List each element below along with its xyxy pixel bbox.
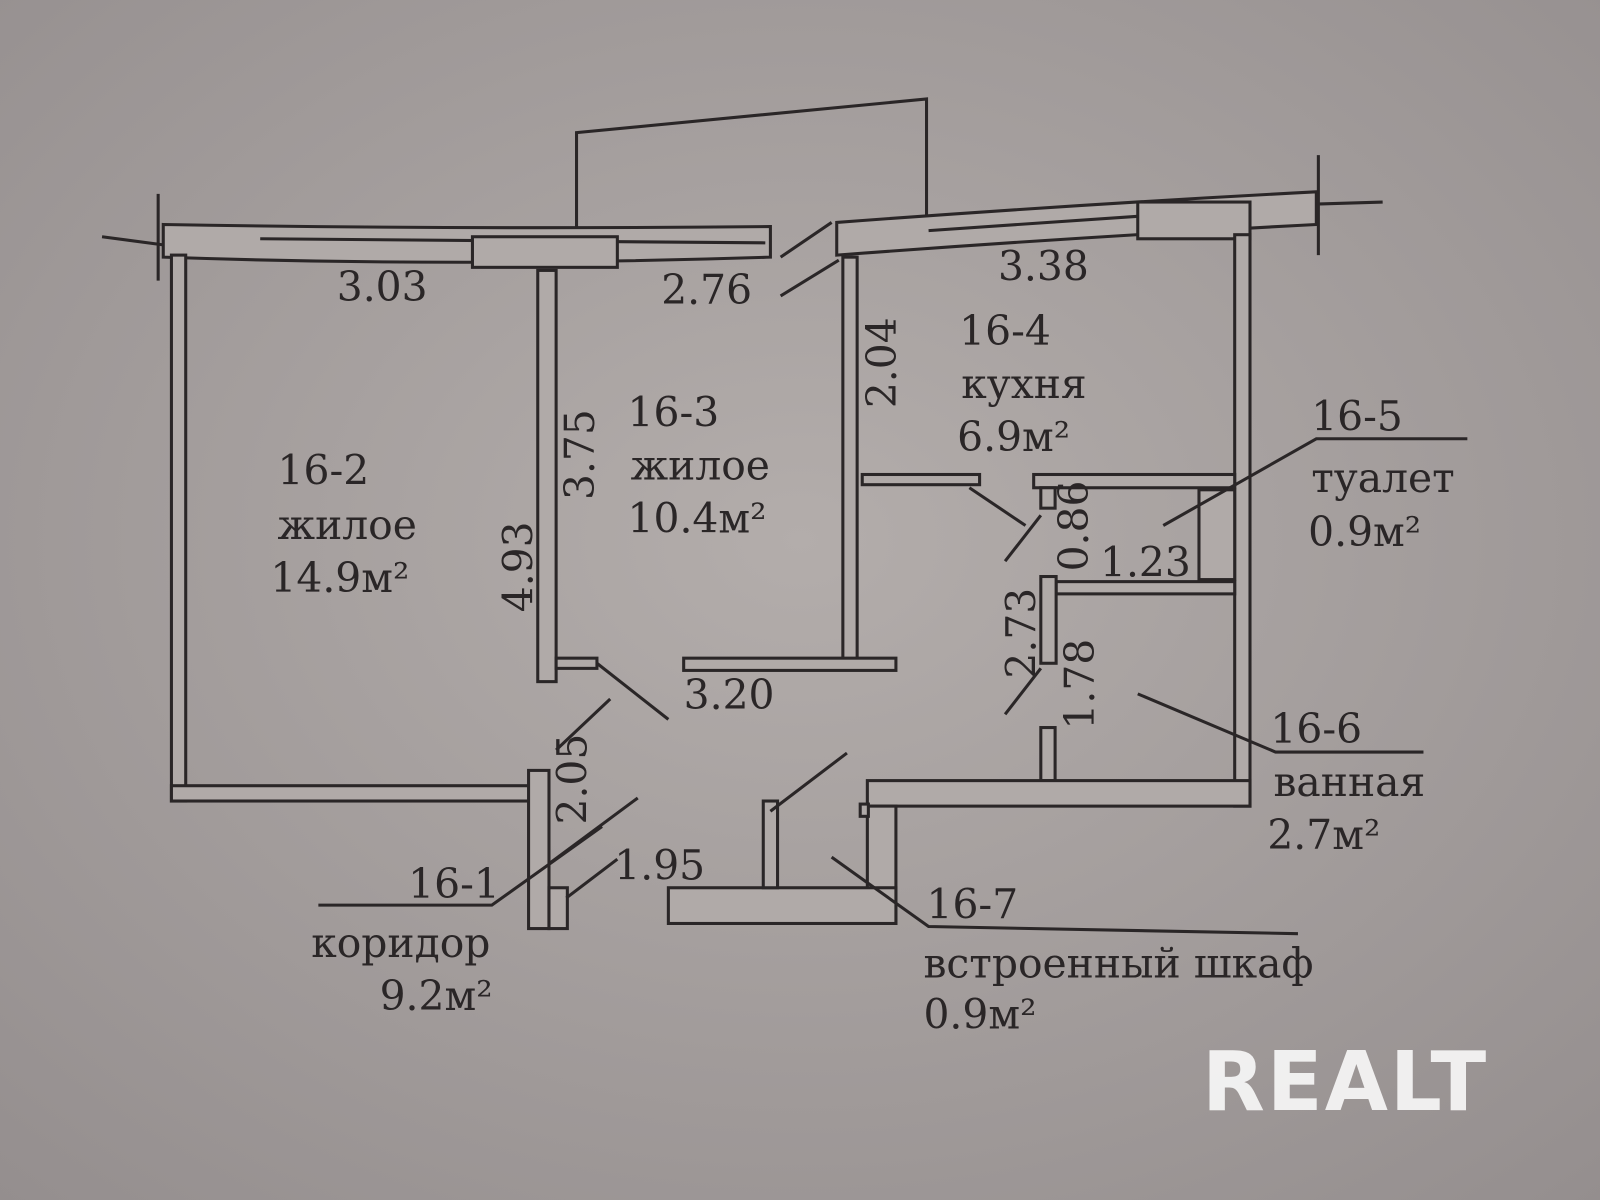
dim-kitchen-depth: 2.04 [858, 317, 906, 408]
room-16-3-id: 16-3 [628, 389, 720, 437]
partition-room3-kitchen [841, 255, 859, 663]
corridor-wall-left [527, 768, 551, 931]
room-16-5-area: 0.9м² [1308, 508, 1421, 556]
dim-room2-depth: 4.93 [495, 521, 543, 612]
toilet-wall-top [1032, 472, 1237, 490]
room-16-1-area: 9.2м² [380, 972, 493, 1020]
room-16-5-id: 16-5 [1311, 393, 1403, 441]
room-16-4-name: кухня [961, 360, 1086, 408]
leader-16-1 [318, 825, 603, 907]
dimension-labels: 3.03 2.76 3.38 4.93 3.75 2.04 3.20 0.86 … [337, 243, 1191, 890]
leader-lines [318, 437, 1468, 936]
dim-bath-depth: 1.78 [1056, 639, 1104, 730]
bath-wall-bottom [865, 779, 1252, 808]
leader-16-5 [1162, 437, 1468, 527]
room-16-6-id: 16-6 [1270, 705, 1362, 753]
balcony [575, 97, 929, 235]
dim-hall-depth: 2.73 [998, 588, 1046, 679]
room-16-3-name: жилое [631, 442, 770, 490]
room-16-2-id: 16-2 [278, 447, 370, 495]
leader-16-7 [830, 855, 1298, 936]
room-16-7-name: встроенный шкаф [923, 940, 1313, 988]
bottom-wall-room2 [169, 784, 533, 803]
room-16-7-id: 16-7 [927, 880, 1019, 928]
room-16-6-name: ванная [1273, 758, 1425, 806]
dim-corridor-depth: 2.05 [549, 734, 597, 825]
leader-16-6 [1137, 692, 1424, 754]
dim-room3-depth: 3.75 [556, 409, 604, 500]
room-16-2-area: 14.9м² [270, 554, 409, 602]
dim-toilet-width: 1.23 [1100, 539, 1191, 587]
dim-corridor-length: 3.20 [684, 671, 775, 719]
room-16-4-area: 6.9м² [957, 413, 1070, 461]
walls [101, 97, 1383, 931]
closet-wall-bottom [666, 886, 898, 925]
room-16-5-name: туалет [1311, 454, 1455, 502]
dim-room3-width: 2.76 [661, 266, 752, 314]
toilet-fixture [1197, 488, 1237, 582]
room-16-1-name: коридор [311, 919, 490, 967]
right-outer-wall [1233, 233, 1252, 808]
room-labels: 16-2 жилое 14.9м² 16-3 жилое 10.4м² 16-4… [270, 307, 1454, 1039]
room-16-6-area: 2.7м² [1267, 811, 1380, 859]
left-outer-wall [169, 253, 188, 803]
realt-watermark: REALT [1202, 1035, 1488, 1130]
dim-toilet-depth: 0.86 [1050, 481, 1098, 572]
dim-corridor-width: 1.95 [614, 842, 705, 890]
bath-wall-left [1039, 575, 1058, 665]
dim-room2-width: 3.03 [337, 263, 428, 311]
corridor-wall-top [682, 656, 898, 672]
room-16-2-name: жилое [278, 501, 417, 549]
room-16-7-area: 0.9м² [923, 991, 1036, 1039]
room-16-4-id: 16-4 [959, 307, 1051, 355]
partition-room2-room3 [536, 268, 558, 684]
dim-kitchen-width: 3.38 [998, 243, 1089, 291]
room-16-1-id: 16-1 [408, 860, 500, 908]
room-16-3-area: 10.4м² [628, 495, 767, 543]
